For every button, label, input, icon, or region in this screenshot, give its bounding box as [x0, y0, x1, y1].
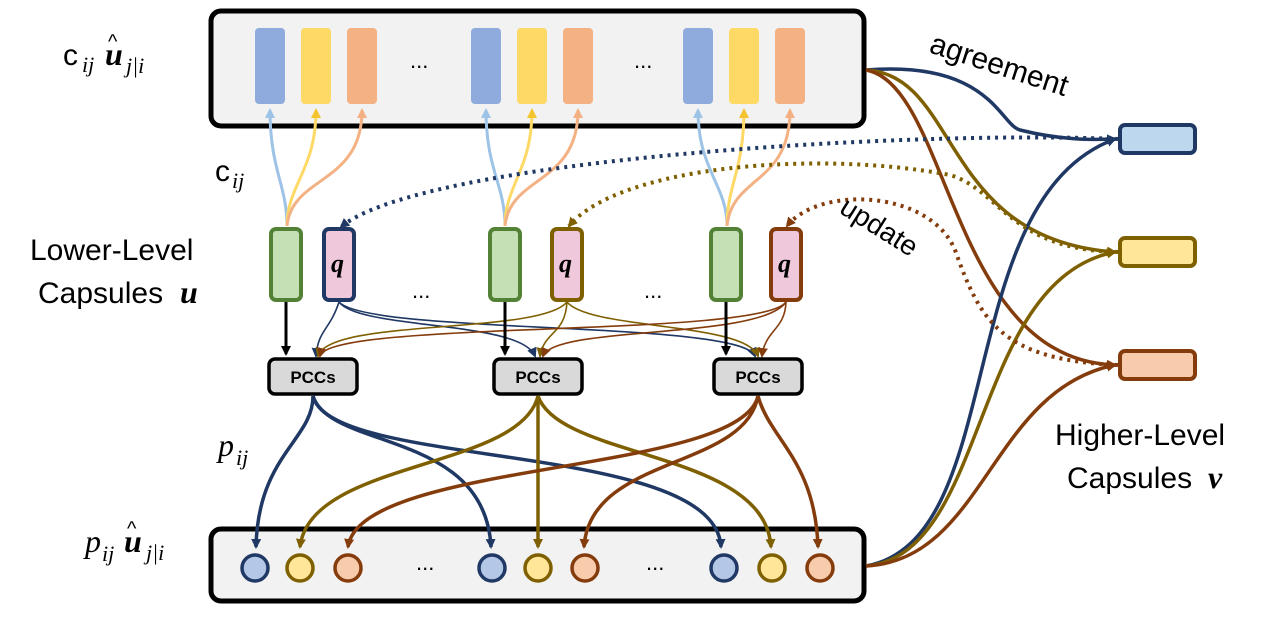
- svg-text:^: ^: [108, 31, 118, 53]
- pcc-label-1: PCCs: [290, 368, 335, 387]
- lower-level-capsules: [269, 227, 743, 302]
- pcc-label-2: PCCs: [515, 368, 560, 387]
- pij-label: p ij: [216, 427, 248, 470]
- q-box-olive: [550, 227, 584, 302]
- q-label-1: q: [331, 249, 344, 278]
- top-bar-yellow-2: [517, 28, 547, 104]
- svg-text:c: c: [63, 39, 78, 72]
- circle-yellow-1: [285, 553, 315, 583]
- top-ellipsis-2: ...: [634, 48, 652, 73]
- coupling-arrows: [265, 108, 795, 227]
- svg-text:v: v: [1208, 459, 1223, 495]
- circle-orange-2: [570, 553, 600, 583]
- top-bar-yellow-1: [301, 28, 331, 104]
- circle-yellow-2: [523, 553, 553, 583]
- circle-orange-3: [805, 553, 835, 583]
- circle-orange-1: [333, 553, 363, 583]
- svg-text:ij: ij: [232, 168, 244, 193]
- bottom-ellipsis-2: ...: [646, 550, 664, 575]
- agreement-label: agreement: [926, 27, 1073, 103]
- top-bar-orange-1: [347, 28, 377, 104]
- svg-text:u: u: [124, 523, 142, 559]
- svg-text:j|i: j|i: [143, 540, 164, 565]
- top-bar-orange-2: [563, 28, 593, 104]
- top-ellipsis-1: ...: [410, 48, 428, 73]
- top-bar-blue-2: [471, 28, 501, 104]
- top-bar-blue-1: [255, 28, 285, 104]
- pcc-box-3: [712, 357, 804, 396]
- top-prediction-bars: [255, 28, 805, 104]
- mid-ellipsis-1: ...: [412, 278, 430, 303]
- circle-yellow-3: [757, 553, 787, 583]
- bottom-box-label: p ij u ^ j|i: [83, 518, 164, 566]
- cij-label: c ij: [215, 155, 244, 193]
- lower-capsule-3: [709, 227, 743, 302]
- update-arrows: [339, 135, 1119, 367]
- svg-text:Capsules: Capsules: [1067, 462, 1192, 495]
- capsule-to-pcc-arrows: [281, 302, 731, 356]
- higher-capsule-orange: [1118, 349, 1197, 381]
- lower-capsule-2: [488, 227, 522, 302]
- bottom-prediction-circles: [240, 553, 835, 583]
- pcc-box-2: [492, 357, 584, 396]
- svg-text:Higher-Level: Higher-Level: [1055, 419, 1225, 452]
- pcc-boxes: [267, 357, 804, 396]
- bottom-ellipsis-1: ...: [416, 550, 434, 575]
- lower-level-label: Lower-Level Capsules u: [30, 234, 198, 310]
- higher-capsule-blue: [1118, 123, 1197, 155]
- q-box-brown: [769, 227, 803, 302]
- mid-ellipsis-2: ...: [644, 278, 662, 303]
- pcc-to-output-arrows: [251, 395, 823, 549]
- agreement-arrows: [865, 67, 1117, 370]
- svg-text:p: p: [83, 523, 101, 559]
- svg-text:Lower-Level: Lower-Level: [30, 234, 193, 267]
- svg-text:ij: ij: [102, 541, 114, 566]
- query-boxes: [322, 227, 803, 302]
- top-box-label: c ij u ^ j|i: [63, 31, 144, 78]
- svg-text:ij: ij: [236, 445, 248, 470]
- top-bar-yellow-3: [729, 28, 759, 104]
- higher-level-label: Higher-Level Capsules v: [1055, 419, 1225, 495]
- circle-blue-2: [477, 553, 507, 583]
- bottom-agreement-arrows: [865, 137, 1117, 568]
- circle-blue-3: [709, 553, 739, 583]
- lower-capsule-1: [269, 227, 303, 302]
- svg-text:u: u: [105, 36, 123, 72]
- q-label-3: q: [778, 249, 791, 278]
- q-label-2: q: [559, 249, 572, 278]
- q-box-navy: [322, 227, 356, 302]
- svg-text:j|i: j|i: [123, 53, 144, 78]
- q-to-pcc-arrows: [311, 301, 787, 358]
- svg-text:u: u: [180, 274, 198, 310]
- svg-text:ij: ij: [82, 52, 94, 77]
- pcc-label-3: PCCs: [735, 368, 780, 387]
- circle-blue-1: [240, 553, 270, 583]
- top-bar-blue-3: [683, 28, 713, 104]
- pcc-box-1: [267, 357, 359, 396]
- higher-capsule-yellow: [1118, 236, 1197, 268]
- svg-text:p: p: [216, 427, 234, 463]
- svg-text:c: c: [215, 155, 230, 188]
- svg-text:Capsules: Capsules: [38, 277, 163, 310]
- svg-text:^: ^: [127, 518, 137, 540]
- top-bar-orange-3: [775, 28, 805, 104]
- higher-level-capsules: [1118, 123, 1197, 381]
